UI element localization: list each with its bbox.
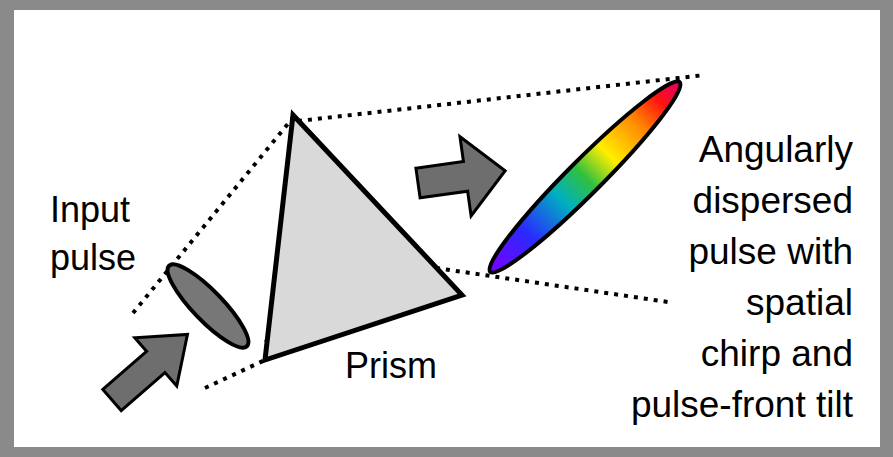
white-panel bbox=[14, 10, 880, 447]
dispersed-pulse bbox=[478, 70, 692, 284]
label-text: Angularly dispersed pulse with spatial c… bbox=[631, 124, 853, 430]
label-text: Input pulse bbox=[50, 186, 136, 282]
label-text: Prism bbox=[345, 344, 437, 388]
dispersed-pulse bbox=[478, 70, 692, 284]
beam-edge bbox=[436, 268, 668, 302]
block-arrow bbox=[91, 310, 208, 424]
beam-edge bbox=[205, 360, 265, 388]
block-arrow bbox=[412, 131, 510, 222]
block-arrow bbox=[91, 310, 208, 424]
prism bbox=[265, 115, 462, 360]
block-arrow bbox=[412, 131, 510, 222]
